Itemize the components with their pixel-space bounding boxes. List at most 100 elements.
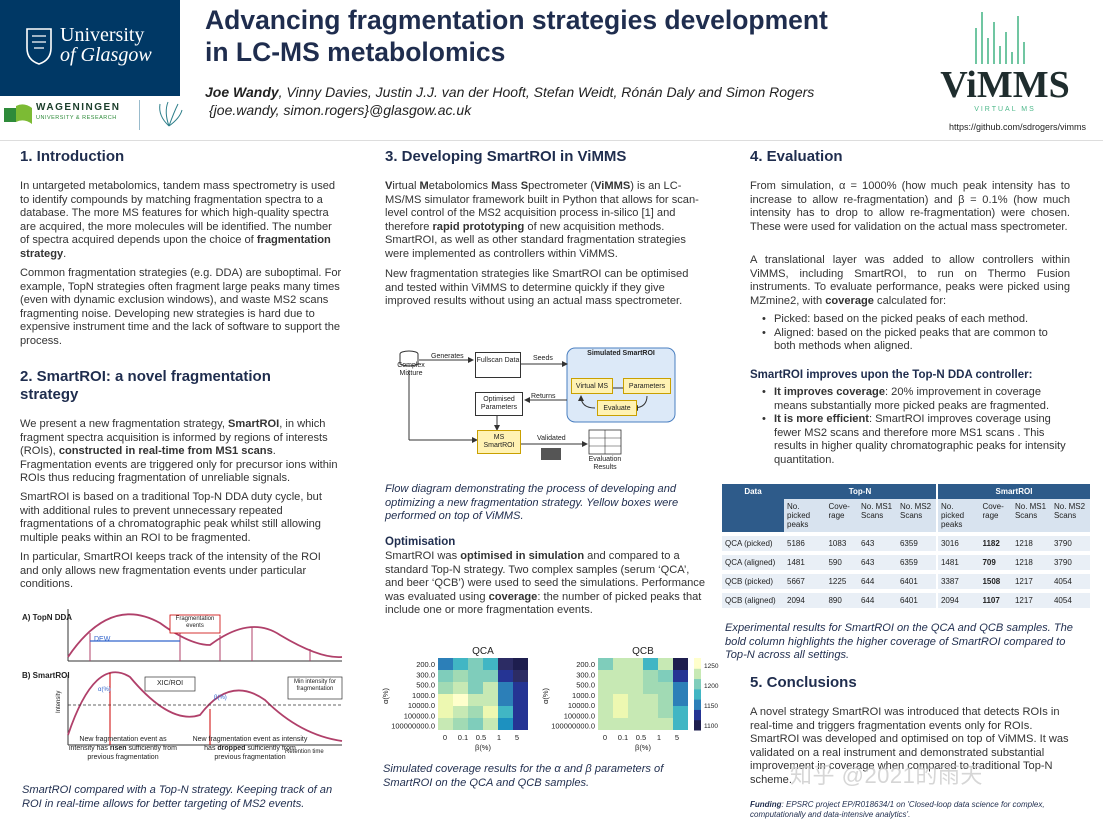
table-cell: 644	[857, 589, 897, 608]
heatmap-cell	[628, 706, 643, 718]
colorbar-segment	[694, 688, 701, 700]
colorbar-segment	[694, 719, 701, 731]
heatmap-cell	[598, 670, 613, 682]
heatmap-cell	[658, 658, 673, 670]
heatmap-cell	[613, 706, 628, 718]
table-cell: 1481	[784, 551, 826, 572]
heatmap-cell	[613, 682, 628, 694]
author-emails: {joe.wandy, simon.rogers}@glasgow.ac.uk	[209, 102, 472, 118]
table-row-label: QCB (aligned)	[722, 589, 784, 608]
heatmap-cell	[468, 706, 483, 718]
heatmap-col-label: 5	[515, 733, 519, 742]
table-cell: 6359	[896, 532, 937, 553]
flow-complex-mixture: Complex Mixture	[397, 362, 425, 377]
heatmap-row-label: 300.0	[576, 670, 595, 679]
heatmap-cell	[438, 682, 453, 694]
table-subheader: No. MS2 Scans	[1050, 499, 1090, 534]
table-subheader: No. MS2 Scans	[896, 499, 937, 534]
uog-logo-block: University of Glasgow	[0, 0, 180, 96]
table-cell: 6359	[896, 551, 937, 572]
heatmap-cell	[658, 718, 673, 730]
table-cell: 1107	[979, 589, 1012, 608]
heatmap-cell	[498, 706, 513, 718]
heatmap-cell	[453, 682, 468, 694]
table-cell: 4054	[1050, 589, 1090, 608]
table-cell: 2094	[935, 589, 980, 608]
heatmap-xlabel: β(%)	[475, 743, 491, 752]
heatmap-cell	[673, 706, 688, 718]
heatmap-cell	[628, 718, 643, 730]
table-cell: 5667	[784, 570, 826, 591]
colorbar-tick: 1150	[704, 703, 718, 710]
table-cell: 590	[825, 551, 858, 572]
watermark: 知乎 @2021的雨天	[790, 763, 983, 788]
wageningen-logo: WAGENINGEN UNIVERSITY & RESEARCH	[4, 100, 184, 132]
table-subheader: Cove-rage	[979, 499, 1012, 534]
heatmap-cell	[613, 670, 628, 682]
heatmap-cell	[483, 694, 498, 706]
fig-min-intensity-label: Min intensity for fragmentation	[293, 679, 336, 692]
table-cell: 5186	[784, 532, 826, 553]
heatmap-col-label: 5	[675, 733, 679, 742]
smartroi-paragraph-3: In particular, SmartROI keeps track of t…	[20, 551, 321, 591]
smartroi-figure-caption: SmartROI compared with a Top-N strategy.…	[22, 784, 333, 810]
heatmap-cell	[598, 706, 613, 718]
heatmap-cell	[658, 670, 673, 682]
heatmap-cell	[498, 658, 513, 670]
bullet-improves-coverage: It improves coverage: 20% improvement in…	[750, 386, 1070, 413]
conclusions-paragraph: A novel strategy SmartROI was introduced…	[750, 706, 1069, 786]
colorbar-segment	[694, 658, 701, 669]
heatmap-col-label: 0.1	[618, 733, 628, 742]
colorbar-segment	[694, 709, 701, 721]
flow-fullscan-box: Fullscan Data	[475, 352, 521, 378]
heatmap-cell	[613, 694, 628, 706]
bullet-more-efficient: It is more efficient: SmartROI improves …	[750, 413, 1070, 467]
smartroi-paragraph-2: SmartROI is based on a traditional Top-N…	[20, 491, 322, 544]
heatmap-cell	[598, 694, 613, 706]
table-cell: 644	[857, 570, 897, 591]
heatmap-col-label: 0.1	[458, 733, 468, 742]
heatmap-cell	[628, 682, 643, 694]
heatmap-cell	[643, 694, 658, 706]
heatmap-ylabel: α(%)	[381, 687, 390, 704]
fig-dew-label: DEW	[94, 636, 111, 643]
heatmap-cell	[673, 682, 688, 694]
heatmap-cell	[468, 694, 483, 706]
vimms-logo: ViMMS VIRTUAL MS https://github.com/sdro…	[928, 6, 1088, 134]
wageningen-line1: WAGENINGEN	[36, 102, 121, 113]
bullet-picked: Picked: based on the picked peaks of eac…	[750, 313, 1070, 327]
heatmap-cell	[438, 658, 453, 670]
intro-paragraph-1: In untargeted metabolomics, tandem mass …	[20, 180, 336, 260]
flow-optimised-params-box: Optimised Parameters	[475, 392, 523, 416]
heatmap-cell	[513, 670, 528, 682]
table-subheader: No. MS1 Scans	[1011, 499, 1051, 534]
heatmap-cell	[643, 670, 658, 682]
heatmap-cell	[628, 670, 643, 682]
heatmap-col-label: 1	[657, 733, 661, 742]
heatmap-cell	[468, 658, 483, 670]
fig-note-dropped: New fragmentation event as intensity has…	[192, 736, 308, 761]
heatmap-cell	[658, 694, 673, 706]
heatmap-cell	[658, 682, 673, 694]
flow-generates-label: Generates	[431, 353, 464, 360]
heatmap-col-label: 0.5	[476, 733, 486, 742]
intro-heading: 1. Introduction	[20, 148, 125, 165]
table-cell: 3790	[1050, 551, 1090, 572]
heatmap-cell	[513, 682, 528, 694]
heatmap-cell	[643, 706, 658, 718]
colorbar-tick: 1100	[704, 723, 718, 730]
table-caption: Experimental results for SmartROI on the…	[725, 622, 1073, 662]
heatmap-cell	[658, 706, 673, 718]
table-cell: 6401	[896, 589, 937, 608]
heatmap-cell	[513, 658, 528, 670]
uog-name-line1: University	[60, 24, 145, 46]
improves-bullet-list: It improves coverage: 20% improvement in…	[750, 386, 1070, 468]
table-cell: 643	[857, 551, 897, 572]
fig-beta-label: β(%)	[214, 695, 227, 701]
heatmap-cell	[453, 670, 468, 682]
github-link[interactable]: https://github.com/sdrogers/vimms	[948, 122, 1086, 132]
table-cell: 1508	[979, 570, 1012, 591]
heatmap-cell	[498, 670, 513, 682]
